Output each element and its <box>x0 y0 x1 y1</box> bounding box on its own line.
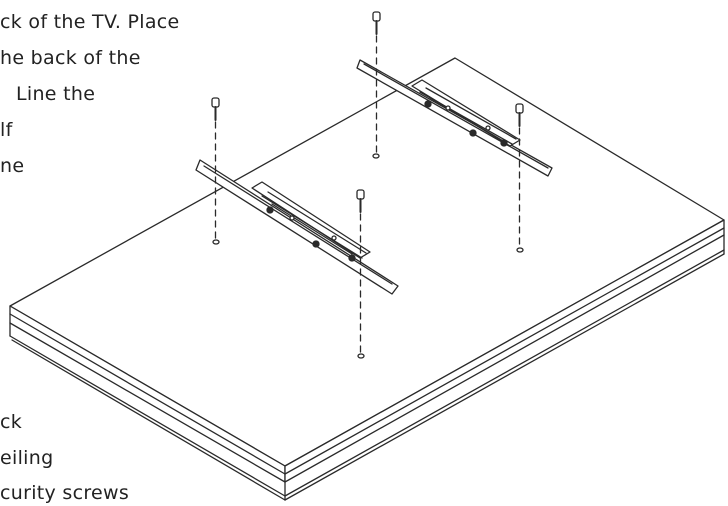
mounting-rail-right <box>357 60 552 176</box>
instruction-line-2: he back of the <box>0 47 141 69</box>
screw-2 <box>212 98 219 244</box>
instruction-line-5: ne <box>0 155 25 177</box>
instruction-line-6: ck <box>0 411 23 433</box>
screw-4 <box>357 190 364 358</box>
instruction-line-3: Line the <box>16 83 96 105</box>
screw-3 <box>516 104 523 252</box>
instruction-line-1: ck of the TV. Place <box>0 11 180 33</box>
instruction-line-7: eiling <box>0 447 54 469</box>
screw-1 <box>373 12 380 158</box>
instruction-line-4: lf <box>0 119 13 141</box>
instruction-line-8: curity screws <box>0 482 130 504</box>
tv-back-panel <box>10 58 724 500</box>
